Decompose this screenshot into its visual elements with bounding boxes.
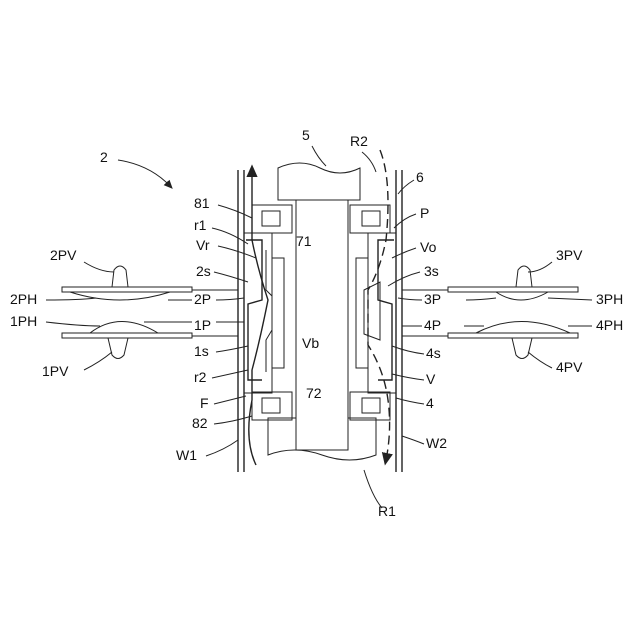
label-Vr: Vr <box>196 237 210 253</box>
labels: 2 5 R2 6 81 r1 P 71 Vr Vo 2PV 3PV 2s 3s … <box>10 127 623 519</box>
label-3s: 3s <box>424 263 439 279</box>
label-82: 82 <box>192 415 208 431</box>
bearing-lower-left <box>252 392 292 420</box>
label-72: 72 <box>306 385 322 401</box>
label-2PV: 2PV <box>50 247 77 263</box>
label-1P: 1P <box>194 317 211 333</box>
label-4PH: 4PH <box>596 317 623 333</box>
label-4P: 4P <box>424 317 441 333</box>
label-81: 81 <box>194 195 210 211</box>
label-R2: R2 <box>350 133 368 149</box>
plate-3PV-3PH <box>448 266 578 300</box>
label-R1: R1 <box>378 503 396 519</box>
label-6: 6 <box>416 169 424 185</box>
housing-left <box>244 233 284 393</box>
bearing-upper-left <box>252 205 292 233</box>
label-1PH: 1PH <box>10 313 37 329</box>
label-r2: r2 <box>194 369 207 385</box>
outer-walls <box>238 170 402 472</box>
label-2s: 2s <box>196 263 211 279</box>
label-Vo: Vo <box>420 239 437 255</box>
housing-right <box>356 233 396 393</box>
label-W1: W1 <box>176 447 197 463</box>
plate-4PV-4PH <box>448 322 578 359</box>
curved-arrow-icon <box>118 160 170 186</box>
label-2P: 2P <box>194 291 211 307</box>
label-4PV: 4PV <box>556 359 583 375</box>
label-3PV: 3PV <box>556 247 583 263</box>
label-F: F <box>200 395 209 411</box>
label-71: 71 <box>296 233 312 249</box>
flow-arrow-icon <box>249 170 268 465</box>
label-r1: r1 <box>194 217 207 233</box>
label-4: 4 <box>426 395 434 411</box>
label-V: V <box>426 371 436 387</box>
label-3PH: 3PH <box>596 291 623 307</box>
label-1PV: 1PV <box>42 363 69 379</box>
figure-number: 2 <box>100 149 108 165</box>
label-3P: 3P <box>424 291 441 307</box>
bearing-upper-right <box>350 205 390 233</box>
plate-2PV-2PH <box>62 266 192 300</box>
label-5: 5 <box>302 127 310 143</box>
label-Vb: Vb <box>302 335 319 351</box>
plate-1PV-1PH <box>62 322 192 359</box>
label-4s: 4s <box>426 345 441 361</box>
label-2PH: 2PH <box>10 291 37 307</box>
label-W2: W2 <box>426 435 447 451</box>
label-P: P <box>420 205 429 221</box>
bearing-lower-right <box>350 392 390 420</box>
label-1s: 1s <box>194 343 209 359</box>
